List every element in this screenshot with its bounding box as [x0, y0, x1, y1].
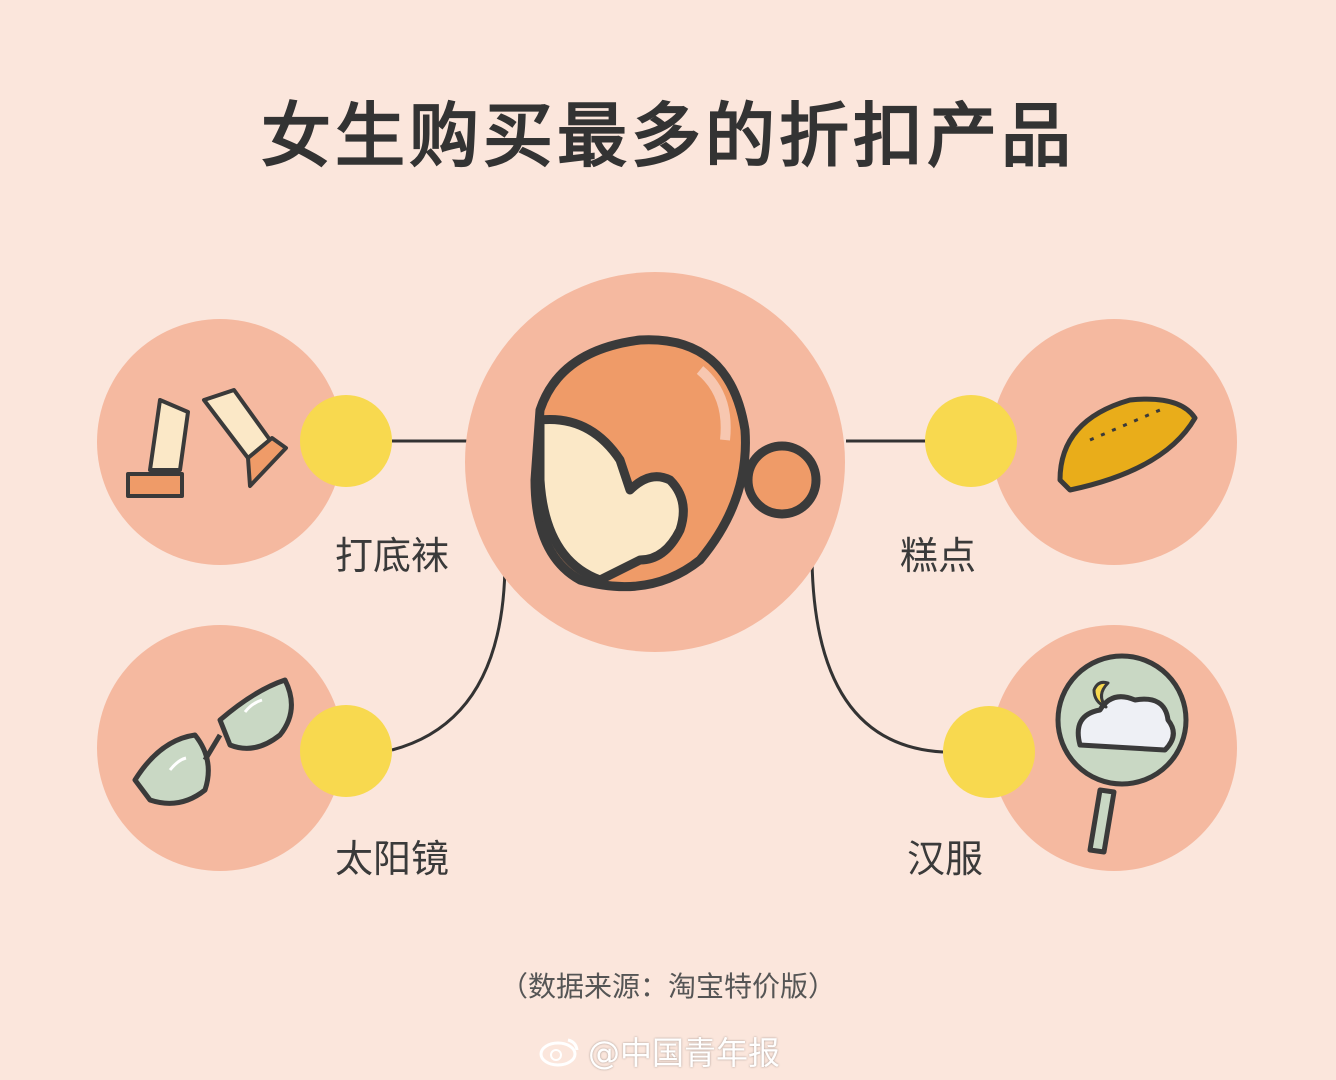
pastry-icon — [1057, 396, 1198, 493]
watermark: @中国青年报 — [538, 1028, 780, 1074]
circle-stockings — [97, 319, 343, 565]
dot-pastry — [925, 395, 1017, 487]
label-hanfu: 汉服 — [907, 837, 984, 881]
sunglasses-icon — [132, 677, 294, 806]
girl-head-icon — [530, 335, 821, 592]
label-sunglasses: 太阳镜 — [335, 837, 450, 881]
dot-hanfu — [943, 706, 1035, 798]
stockings-icon — [126, 388, 288, 498]
label-stockings: 打底袜 — [335, 534, 450, 578]
connector-sunglasses — [391, 559, 507, 752]
dot-sunglasses — [300, 705, 392, 797]
round-fan-icon — [1055, 653, 1189, 855]
weibo-logo-icon — [539, 1038, 579, 1067]
connector-hanfu — [810, 559, 944, 754]
dot-stockings — [300, 395, 392, 487]
data-source-note: （数据来源：淘宝特价版） — [499, 970, 836, 1003]
watermark-text: @中国青年报 — [588, 1034, 781, 1072]
connectors — [391, 439, 944, 754]
label-pastry: 糕点 — [900, 534, 977, 578]
page-title: 女生购买最多的折扣产品 — [261, 95, 1075, 177]
